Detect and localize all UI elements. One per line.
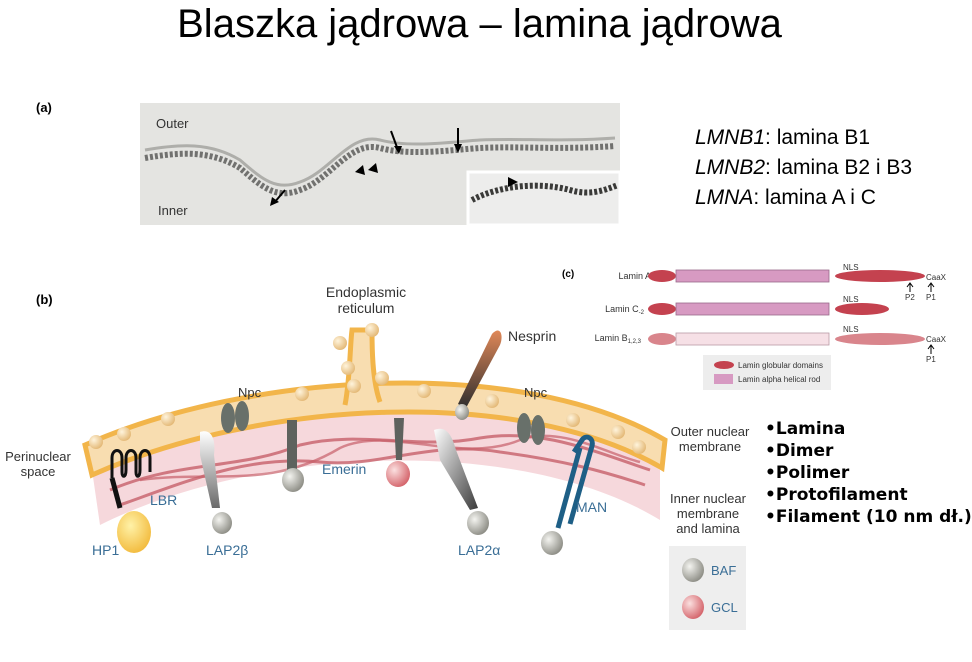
legend-globular: Lamin globular domains — [738, 361, 823, 370]
hp1-protein — [117, 511, 151, 553]
perinuclear-label-2: space — [21, 464, 56, 479]
lamin-a-rod — [675, 269, 830, 283]
p1-arrow-b — [927, 344, 935, 354]
emerin-stalk — [394, 418, 404, 460]
man-label: MAN — [576, 499, 607, 515]
gcl-label: GCL — [711, 600, 738, 615]
lamin-a-p1: P1 — [926, 293, 936, 302]
lbr-protein — [109, 449, 152, 509]
nesprin-label: Nesprin — [508, 328, 556, 344]
slide-title: Blaszka jądrowa – lamina jądrowa — [177, 2, 782, 46]
bullet-item: •Filament (10 nm dł.) — [765, 507, 972, 527]
lamin-c-label: Lamin C-2 — [605, 304, 645, 316]
lamin-c-head — [648, 303, 676, 315]
electron-micrograph: Outer Inner — [140, 103, 622, 227]
hp1-label: HP1 — [92, 542, 119, 558]
gene-name: LMNB2 — [695, 156, 766, 179]
npc-left — [221, 401, 249, 433]
outer-membrane-label-2: membrane — [679, 439, 741, 454]
inner-label: Inner — [158, 203, 188, 218]
panel-a-label: (a) — [36, 100, 52, 115]
lap2a-head — [467, 511, 489, 535]
p2-arrow — [906, 282, 914, 292]
er-label-2: reticulum — [338, 300, 395, 316]
lamin-c-nls: NLS — [843, 295, 859, 304]
panel-b-label: (b) — [36, 292, 53, 307]
gene-name: LMNA — [695, 186, 754, 209]
bullet-item: •Protofilament — [765, 485, 908, 505]
lap2a-protein — [434, 428, 478, 510]
gene-item: LMNB2: lamina B2 i B3 — [695, 153, 912, 183]
emerin-label: Emerin — [322, 461, 366, 477]
baf-gcl-legend — [669, 546, 746, 630]
perinuclear-label-1: Perinuclear — [5, 449, 71, 464]
lap2b-head — [212, 512, 232, 534]
gene-desc: : lamina B1 — [765, 126, 871, 149]
gene-list: LMNB1: lamina B1 LMNB2: lamina B2 i B3 L… — [695, 123, 912, 213]
lamin-b-nls: NLS — [843, 325, 859, 334]
emerin-protein — [386, 461, 410, 487]
outer-membrane-label-1: Outer nuclear — [671, 424, 750, 439]
bullet-item: •Lamina — [765, 419, 846, 439]
npc-left-label: Npc — [238, 385, 262, 400]
lamin-a-head — [648, 270, 676, 282]
lamin-b-tail — [835, 333, 925, 345]
man-head — [541, 531, 563, 555]
lamin-b-label: Lamin B1,2,3 — [595, 333, 642, 345]
lap2b-label: LAP2β — [206, 542, 248, 558]
npc-right — [517, 413, 545, 445]
p1-arrow-a — [927, 282, 935, 292]
gcl-swatch — [682, 595, 704, 619]
nesprin-head — [455, 404, 469, 420]
lap2b-protein — [200, 431, 220, 508]
baf-label: BAF — [711, 563, 736, 578]
lbr-label: LBR — [150, 492, 177, 508]
lamin-legend — [703, 355, 831, 390]
panel-c-label: (c) — [562, 269, 574, 280]
lap2a-label: LAP2α — [458, 542, 500, 558]
outer-label: Outer — [156, 116, 189, 131]
lamin-a-p2: P2 — [905, 293, 915, 302]
gene-desc: : lamina A i C — [753, 186, 876, 209]
npc-right-label: Npc — [524, 385, 548, 400]
lamin-c-rod — [675, 302, 830, 316]
nesprin-protein — [458, 330, 502, 408]
lamin-a-label: Lamin A — [618, 271, 651, 281]
gene-desc: : lamina B2 i B3 — [765, 156, 913, 179]
lamin-a-caax: CaaX — [926, 273, 947, 282]
lamin-a-tail — [835, 270, 925, 282]
ribosome-beads — [89, 323, 646, 454]
lamin-b-caax: CaaX — [926, 335, 947, 344]
inner-membrane-label-2: membrane — [677, 506, 739, 521]
lamin-b-rod — [675, 332, 830, 346]
gene-name: LMNB1 — [695, 126, 766, 149]
inner-membrane-label-1: Inner nuclear — [670, 491, 747, 506]
lamin-b-p1: P1 — [926, 355, 936, 364]
lamin-a-nls: NLS — [843, 263, 859, 272]
gene-item: LMNB1: lamina B1 — [695, 123, 912, 153]
man-protein — [555, 434, 595, 529]
lamin-c-tail — [835, 303, 889, 315]
inner-membrane-label-3: and lamina — [676, 521, 740, 536]
lamin-b-head — [648, 333, 676, 345]
bullet-list: •Lamina •Dimer •Polimer •Protofilament •… — [765, 418, 972, 528]
er-label-1: Endoplasmic — [326, 284, 406, 300]
lap2-stalk — [287, 420, 297, 470]
bullet-item: •Dimer — [765, 441, 834, 461]
gene-item: LMNA: lamina A i C — [695, 183, 912, 213]
baf-swatch — [682, 558, 704, 582]
legend-rod: Lamin alpha helical rod — [738, 375, 820, 384]
lap2-head — [282, 468, 304, 492]
bullet-item: •Polimer — [765, 463, 850, 483]
